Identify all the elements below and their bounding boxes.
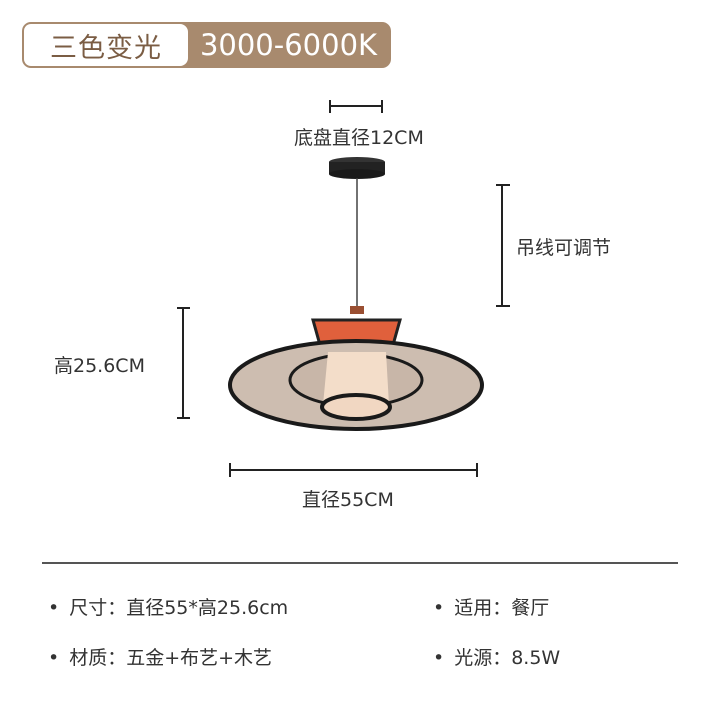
spec-usage: 适用：餐厅 <box>433 593 549 620</box>
badge-value: 3000-6000K <box>199 28 378 62</box>
badge-label: 三色变光 <box>24 24 188 66</box>
spec-material: 材质：五金+布艺+木艺 <box>48 643 272 670</box>
spec-size: 尺寸：直径55*高25.6cm <box>48 593 288 620</box>
spec-light-source: 光源：8.5W <box>433 643 560 670</box>
cord-adjustable-label: 吊线可调节 <box>516 237 612 259</box>
divider <box>42 562 678 564</box>
dimension-lines <box>177 100 510 477</box>
color-temp-badge: 三色变光 3000-6000K <box>22 22 391 68</box>
diameter-label: 直径55CM <box>302 489 394 511</box>
height-label: 高25.6CM <box>54 355 145 377</box>
base-diameter-label: 底盘直径12CM <box>294 127 424 149</box>
